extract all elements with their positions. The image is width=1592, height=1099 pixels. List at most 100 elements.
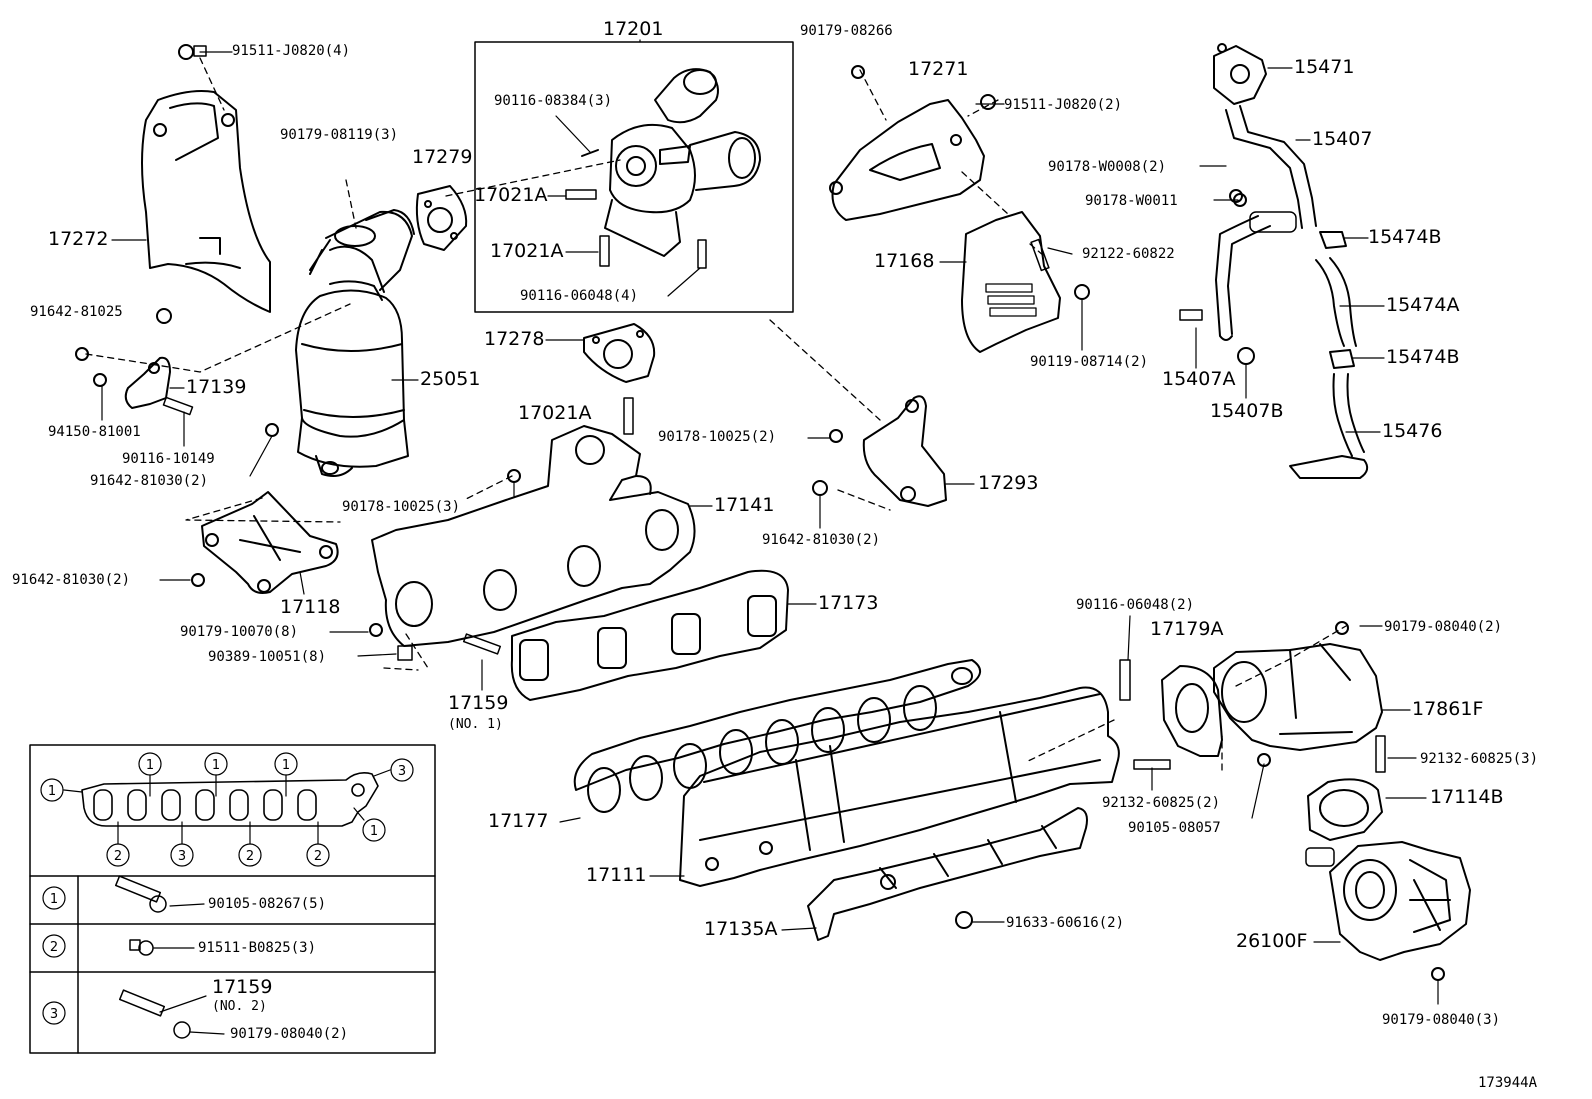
- turbocharger-box: [474, 41, 794, 313]
- legend-row3-part2: 90179-08040(2): [230, 1026, 349, 1042]
- callout-17141: 17141: [714, 494, 775, 516]
- callout-90116-08384: 90116-08384(3): [494, 93, 613, 109]
- marker-2: 2: [50, 940, 58, 955]
- throttle-body-26100f: [1305, 841, 1471, 981]
- legend-box: [29, 744, 436, 1054]
- legend-callout-lines: [63, 769, 391, 845]
- heat-insulator-17272: [141, 44, 271, 324]
- callout-17021a-lower: 17021A: [518, 402, 592, 424]
- diagram-id: 173944A: [1478, 1075, 1538, 1091]
- callout-90179-08119: 90179-08119(3): [280, 127, 399, 143]
- callout-91642-81030-center: 91642-81030(2): [762, 532, 881, 548]
- callout-91642-81030-left: 91642-81030(2): [90, 473, 209, 489]
- gasket-17279: [415, 185, 468, 251]
- callout-91642-81025: 91642-81025: [30, 304, 123, 320]
- callout-15476: 15476: [1382, 420, 1443, 442]
- callout-91511-j0820-2: 91511-J0820(2): [1004, 97, 1123, 113]
- gasket-17114b: [1307, 778, 1383, 841]
- callout-15474b-lower: 15474B: [1386, 346, 1460, 368]
- legend-row2-part: 91511-B0825(3): [198, 940, 317, 956]
- marker-3: 3: [178, 849, 186, 864]
- callout-17278: 17278: [484, 328, 545, 350]
- callout-92132-60825-3: 92132-60825(3): [1420, 751, 1539, 767]
- callout-91642-81030-bracket: 91642-81030(2): [12, 572, 131, 588]
- catalytic-converter-25051: [295, 209, 415, 477]
- callout-17111: 17111: [586, 864, 647, 886]
- marker-1: 1: [282, 758, 290, 773]
- marker-1: 1: [50, 892, 58, 907]
- legend-gasket-drawing: [81, 772, 379, 827]
- legend-marker-circles: [40, 752, 414, 1025]
- callout-17021a-middle: 17021A: [490, 240, 564, 262]
- legend-row3-part: 17159: [212, 976, 273, 998]
- marker-2: 2: [314, 849, 322, 864]
- callout-17139: 17139: [186, 376, 247, 398]
- bracket-17135a: [807, 807, 1088, 941]
- marker-1: 1: [146, 758, 154, 773]
- callout-15474a: 15474A: [1386, 294, 1460, 316]
- callout-90116-06048-2: 90116-06048(2): [1076, 597, 1195, 613]
- callout-90178-10025-3: 90178-10025(3): [342, 499, 461, 515]
- callout-90178-10025-2: 90178-10025(2): [658, 429, 777, 445]
- callout-17159-no1: (NO. 1): [448, 717, 503, 732]
- marker-1: 1: [212, 758, 220, 773]
- marker-1: 1: [370, 824, 378, 839]
- legend-row1-part: 90105-08267(5): [208, 896, 327, 912]
- legend-bolt-icons: [114, 875, 191, 1039]
- callout-17114b: 17114B: [1430, 786, 1504, 808]
- callout-90116-06048-4: 90116-06048(4): [520, 288, 639, 304]
- intake-manifold-17111: [679, 659, 1131, 887]
- callout-17159: 17159: [448, 692, 509, 714]
- callout-91633-60616: 91633-60616(2): [1006, 915, 1125, 931]
- callout-90179-10070: 90179-10070(8): [180, 624, 299, 640]
- gasket-17278: [583, 323, 656, 383]
- callout-leaders: [101, 39, 1439, 1035]
- marker-2: 2: [114, 849, 122, 864]
- callout-17293: 17293: [978, 472, 1039, 494]
- callout-91511-j0820-4: 91511-J0820(4): [232, 43, 351, 59]
- manifold-gasket-17173: [510, 569, 789, 701]
- callout-90179-08040-3: 90179-08040(3): [1382, 1012, 1501, 1028]
- heat-insulator-17168: [961, 211, 1090, 353]
- callout-90119-08714: 90119-08714(2): [1030, 354, 1149, 370]
- callout-17177: 17177: [488, 810, 549, 832]
- callout-92132-60825-2: 92132-60825(2): [1102, 795, 1221, 811]
- intake-gasket-17177: [573, 659, 981, 813]
- exhaust-manifold-17141: [369, 397, 696, 661]
- legend-row3-sub: (NO. 2): [212, 999, 267, 1014]
- callout-90178-w0011: 90178-W0011: [1085, 193, 1178, 209]
- callout-94150-81001: 94150-81001: [48, 424, 141, 440]
- heat-insulator-17271: [829, 65, 996, 221]
- egr-cooler-17861f: [1133, 621, 1386, 773]
- callout-17272: 17272: [48, 228, 109, 250]
- callout-15407: 15407: [1312, 128, 1373, 150]
- callout-17135a: 17135A: [704, 918, 778, 940]
- callout-90179-08040-2: 90179-08040(2): [1384, 619, 1503, 635]
- callout-17118: 17118: [280, 596, 341, 618]
- callout-15471: 15471: [1294, 56, 1355, 78]
- callout-17271: 17271: [908, 58, 969, 80]
- callout-90105-08057: 90105-08057: [1128, 820, 1221, 836]
- marker-3: 3: [398, 764, 406, 779]
- callout-17179a: 17179A: [1150, 618, 1224, 640]
- bracket-17293: [812, 395, 947, 507]
- callout-17021a-upper: 17021A: [474, 184, 548, 206]
- callout-17861f: 17861F: [1412, 698, 1484, 720]
- marker-2: 2: [246, 849, 254, 864]
- bracket-17118: [191, 491, 339, 594]
- marker-3: 3: [50, 1007, 58, 1022]
- callout-17173: 17173: [818, 592, 879, 614]
- legend-marker-numbers: 1 1 1 1 3 1 2 3 2 2 1 2 3: [48, 758, 406, 1022]
- callout-17279: 17279: [412, 146, 473, 168]
- bracket-17139: [75, 347, 279, 437]
- turbocharger-drawing: [565, 68, 761, 269]
- callout-26100f: 26100F: [1236, 930, 1308, 952]
- marker-1: 1: [48, 784, 56, 799]
- callout-25051: 25051: [420, 368, 481, 390]
- leader-lines: [85, 57, 1347, 771]
- callout-15474b-upper: 15474B: [1368, 226, 1442, 248]
- callout-17201: 17201: [603, 18, 664, 40]
- callout-15407b: 15407B: [1210, 400, 1284, 422]
